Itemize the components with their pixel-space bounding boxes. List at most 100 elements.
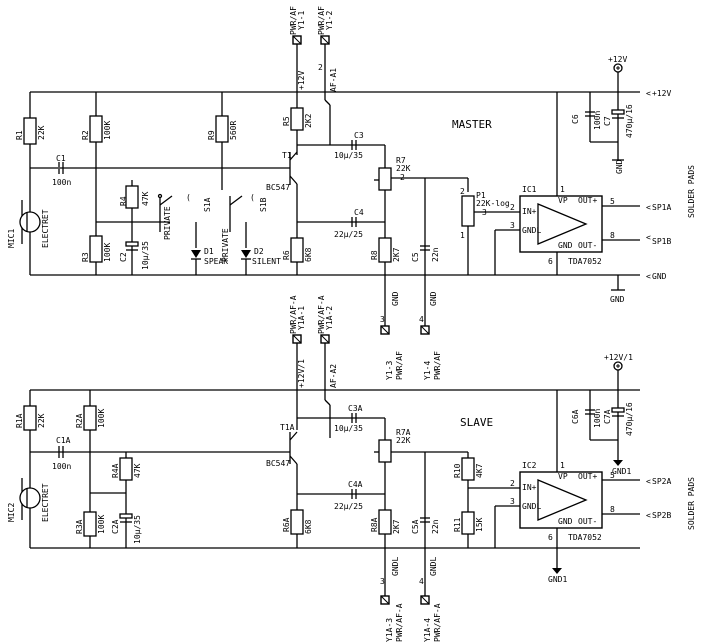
master-section: MASTER PWR/AF Y1-1 +12V PWR/AF Y1-2 AF-A… [7,6,696,380]
pin-number: 5 [610,197,615,206]
ref: P1 [476,191,486,200]
ref: S1A [203,197,212,212]
capacitor-c2a: C2A 10µ/35 [111,513,142,544]
mic1-electret: MIC1 ELECTRET [7,167,290,248]
resistor-r9: R9 560R [207,92,238,190]
pin-number: 2 [400,173,405,182]
pin-number: 3 [482,208,487,217]
slave-power-symbol: +12V/1 GND1 [548,353,633,584]
pins: PWR/AF-A [395,603,404,642]
ref: T1 [282,151,292,160]
type: BC547 [266,459,290,468]
resistor-r3: R3 100K [81,235,112,275]
pin-number: 4 [419,315,424,324]
ref: IC2 [522,461,537,470]
mic2-electret: MIC2 ELECTRET [7,451,290,522]
resistor-r3a: R3A 100K [75,511,106,537]
gnd-arrow: < [646,272,651,281]
capacitor-c4a: C4A 22µ/25 [297,480,385,511]
ref: C5A [411,519,420,534]
pin-in: IN+ [522,207,537,216]
pin-number: 6 [548,257,553,266]
value: 22K [37,413,46,428]
pin-gndl: GNDL [522,502,541,511]
ref: C6 [571,114,580,124]
ic1-tda7052: IC1 VP IN+ GNDL GND OUT+ OUT- TDA7052 2 … [494,92,640,275]
pin-vp: VP [558,472,568,481]
resistor-r1: R1 22K [15,117,46,145]
gnd-out: GND [652,272,667,281]
value: 6K8 [304,247,313,262]
pin-number: 1 [560,185,565,194]
value: 10µ/35 [133,515,142,544]
conn-pins: PWR/AF [317,6,326,35]
capacitor-c3a: C3A 10µ/35 [297,404,385,433]
speaker-arrow: < [646,203,651,212]
ref: Y1-4 [423,361,432,380]
resistor-r8a: R8A 2K7 [370,509,401,535]
capacitor-c6a: C6A 100n [571,390,618,441]
slave-title: SLAVE [460,416,493,429]
ic2-tda7052: IC2 VP IN+ GNDL GND OUT+ OUT- TDA7052 2 … [494,390,640,548]
value: 2K7 [392,519,401,534]
value: 22µ/25 [334,230,363,239]
pin-outp: OUT+ [578,196,597,205]
capacitor-c3: C3 10µ/35 [297,131,385,160]
resistor-r4: R4 47K [96,180,170,223]
switch-symbol: ( [250,193,255,202]
pin-outm: OUT- [578,517,597,526]
slave-connector-y1a-2: PWR/AF-A Y1A-2 AF-A2 [317,295,338,438]
capacitor-c6: C6 100n [571,92,618,143]
solder-note: SOLDER PADS [687,477,696,530]
value: 10µ/35 [334,151,363,160]
value: 100K [97,515,106,534]
ref: MIC2 [7,503,16,522]
master-power-symbol: +12V < +12V < GND GND [608,55,671,304]
pin-vp: VP [558,196,568,205]
gnd-symbol: GND1 [548,575,567,584]
conn-ref: Y1-2 [325,11,334,30]
net-af: AF-A2 [329,364,338,388]
capacitor-c7a: C7A 470µ/16 GND1 [603,370,634,476]
type: ELECTRET [41,209,50,248]
type: TDA7052 [568,533,602,542]
switch-s1b: ( S1B PRIVATE [221,193,268,262]
value: 100K [97,409,106,428]
value: 22n [431,247,440,262]
value: 22K-log [476,199,510,208]
speaker-pad-b: SP2B [652,511,671,520]
ref: C1 [56,154,66,163]
value: 4K7 [475,463,484,478]
net-supply: +12V/1 [297,359,306,388]
master-title: MASTER [452,118,492,131]
slave-connector-y1a-4: 4 GNDL Y1A-4 PWR/AF-A [419,548,442,642]
pin-gnd: GND [558,241,573,250]
pin-number: 1 [560,461,565,470]
ref: D2 [254,247,264,256]
value: 22K [396,164,411,173]
switch-s1a: ( S1A PRIVATE [157,193,212,240]
ref: C6A [571,409,580,424]
ref: R5 [282,116,291,126]
value: 6K8 [304,519,313,534]
capacitor-c7: C7 470µ/16 GND [603,70,634,174]
ref: C4A [348,480,363,489]
pin-gndl: GNDL [522,226,541,235]
resistor-r1a: R1A 22K [15,405,46,431]
type: TDA7052 [568,257,602,266]
trimmer-r7: R7 22K 2 [374,145,425,275]
gnd-net: GNDL [429,557,438,576]
value: 100n [52,178,71,187]
value: 15K [475,517,484,532]
ref: C4 [354,208,364,217]
value: 100n [593,409,602,428]
ref: C7A [603,409,612,424]
pin-number: 8 [610,231,615,240]
resistor-r6a: R6A 6K8 [282,509,313,535]
value: 100n [593,111,602,130]
pin-outp: OUT+ [578,472,597,481]
resistor-r5: R5 2K2 [282,92,313,155]
speaker-pad-b: SP1B [652,237,671,246]
led-d2: D2 SILENT [241,222,281,275]
